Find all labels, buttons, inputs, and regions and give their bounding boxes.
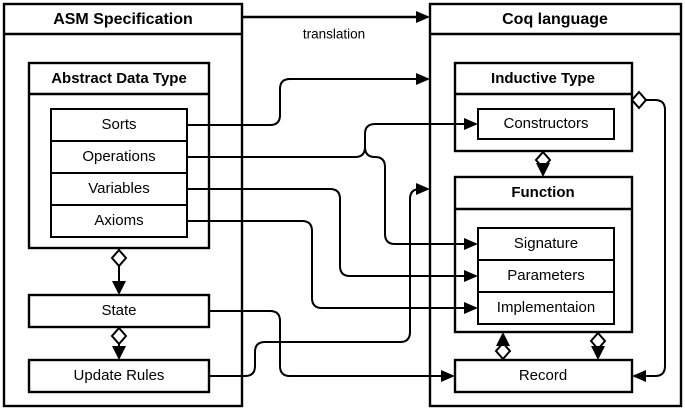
connector-variables-to-parameters [187,188,478,282]
connector-operations-to-constructors [187,118,478,158]
connector-function-to-record [589,331,607,360]
node-parameters-label: Parameters [507,267,585,284]
connector-axioms-to-implementation [187,220,478,314]
node-update-rules[interactable]: Update Rules [27,358,211,394]
connector-adt-to-state-arrowhead [112,281,126,295]
abstract-data-type-title: Abstract Data Type [51,70,187,87]
connector-record-to-function-arrowhead [496,332,510,346]
inductive-type-group[interactable]: Inductive Type Constructors [453,61,634,153]
connector-record-to-function [494,332,512,361]
connector-axioms-to-implementation-arrowhead [464,302,478,314]
node-parameters-box[interactable] [477,259,615,293]
connector-sorts-to-inductive-type-path [187,78,421,126]
node-implementation-label: Implementaion [497,299,595,316]
connector-variables-to-parameters-path [187,188,469,277]
node-sorts-label: Sorts [101,116,136,133]
node-state-label: State [101,302,136,319]
connector-update-rules-to-function [209,183,430,377]
connector-translation-label: translation [303,27,365,42]
function-group[interactable]: Function Signature Parameters Implementa… [453,175,634,334]
connector-sorts-to-inductive-type-arrowhead [416,73,430,85]
connector-record-to-function-diamond [494,341,512,361]
connector-update-rules-to-function-arrowhead [416,183,430,195]
connector-translation: translation [242,11,430,42]
connector-state-to-record-path [209,310,446,377]
right-panel-title: Coq language [502,11,608,28]
left-panel-title: ASM Specification [53,11,193,28]
connector-update-rules-to-function-path [209,188,421,377]
node-implementation-box[interactable] [477,291,615,325]
connector-adt-to-state [110,248,128,295]
node-signature-box[interactable] [477,227,615,261]
connector-state-to-update-rules-arrowhead [112,346,126,360]
connector-axioms-to-implementation-path [187,220,469,309]
connector-operations-to-constructors-arrowhead [464,118,478,130]
connector-state-to-update-rules-diamond [110,326,128,346]
connector-operations-to-constructors-path [187,123,469,158]
abstract-data-type-group[interactable]: Abstract Data Type Sorts Operations Vari… [27,61,211,250]
connector-translation-arrowhead [416,11,430,23]
node-axioms-label: Axioms [94,212,143,229]
connector-inductive-type-to-record [630,90,666,382]
connector-operations-to-signature-arrowhead [464,238,478,250]
connector-state-to-update-rules [110,326,128,360]
connector-state-to-record [209,310,455,382]
connector-inductive-type-to-record-arrowhead [632,370,646,382]
connector-inductive-type-to-function [534,150,552,177]
inductive-type-title: Inductive Type [491,70,595,87]
connector-variables-to-parameters-arrowhead [464,270,478,282]
node-operations-label: Operations [82,148,155,165]
connector-sorts-to-inductive-type [187,73,430,126]
connector-function-to-record-arrowhead [591,346,605,360]
node-state[interactable]: State [27,293,211,329]
node-record-label: Record [519,367,567,384]
connector-adt-to-state-diamond [110,248,128,268]
node-record[interactable]: Record [453,358,634,394]
function-title: Function [511,184,574,201]
node-update-rules-label: Update Rules [74,367,165,384]
connector-operations-to-signature-path [364,146,469,245]
node-variables-label: Variables [88,180,149,197]
node-signature-label: Signature [514,235,578,252]
connector-inductive-type-to-record-path [638,99,666,377]
connector-inductive-type-to-function-arrowhead [536,163,550,177]
connector-operations-to-signature [364,146,478,250]
connector-inductive-type-to-record-diamond [630,90,648,110]
connector-state-to-record-arrowhead [441,370,455,382]
node-constructors-label: Constructors [503,115,588,132]
